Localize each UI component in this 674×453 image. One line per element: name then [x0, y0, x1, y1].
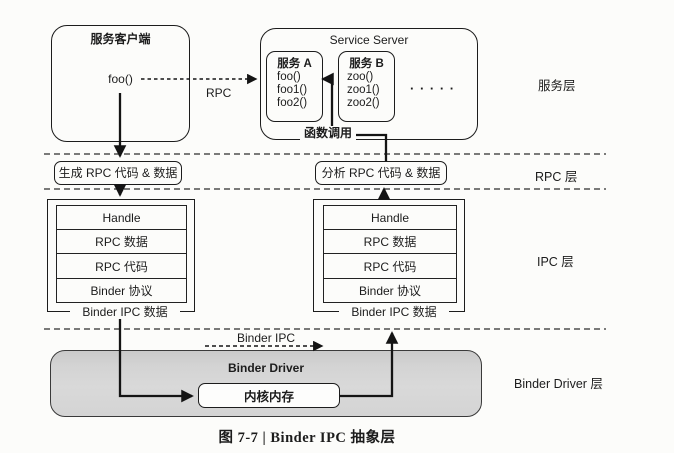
layer-label-ipc: IPC 层 [537, 255, 574, 269]
layer-label-binder-driver: Binder Driver 层 [514, 377, 603, 391]
function-call-label: 函数调用 [300, 126, 357, 140]
stack-row-handle: Handle [323, 205, 457, 231]
service-b-methods: zoo()zoo1()zoo2() [347, 71, 380, 109]
more-services-ellipsis: · · · · · [410, 81, 456, 96]
generate-rpc-box: 生成 RPC 代码 & 数据 [54, 161, 182, 185]
right-ipc-stack: Handle RPC 数据 RPC 代码 Binder 协议 [323, 205, 457, 303]
layer-label-service: 服务层 [538, 79, 576, 93]
layer-label-rpc: RPC 层 [535, 170, 578, 184]
right-stack-caption: Binder IPC 数据 [339, 305, 449, 319]
kernel-memory-box: 内核内存 [198, 383, 340, 408]
stack-row-rpc-code: RPC 代码 [56, 253, 187, 279]
figure-caption: 图 7-7 | Binder IPC 抽象层 [218, 430, 396, 446]
left-stack-caption: Binder IPC 数据 [70, 305, 180, 319]
stack-row-rpc-data: RPC 数据 [323, 229, 457, 255]
binder-ipc-arrow-label: Binder IPC [237, 331, 296, 345]
service-server-title: Service Server [329, 33, 409, 47]
rpc-arrow-label: RPC [206, 86, 232, 100]
service-b-title: 服务 B [349, 58, 384, 70]
stack-row-binder-protocol: Binder 协议 [323, 277, 457, 303]
client-method-foo: foo() [108, 72, 133, 86]
service-a-methods: foo()foo1()foo2() [277, 71, 308, 109]
binder-driver-title: Binder Driver [227, 361, 305, 375]
stack-row-rpc-code: RPC 代码 [323, 253, 457, 279]
parse-rpc-box: 分析 RPC 代码 & 数据 [315, 161, 447, 185]
stack-row-rpc-data: RPC 数据 [56, 229, 187, 255]
service-client-title: 服务客户端 [90, 32, 151, 46]
stack-row-handle: Handle [56, 205, 187, 231]
service-a-box [266, 51, 323, 122]
service-a-title: 服务 A [277, 58, 312, 70]
left-ipc-stack: Handle RPC 数据 RPC 代码 Binder 协议 [56, 205, 187, 303]
stack-row-binder-protocol: Binder 协议 [56, 277, 187, 303]
